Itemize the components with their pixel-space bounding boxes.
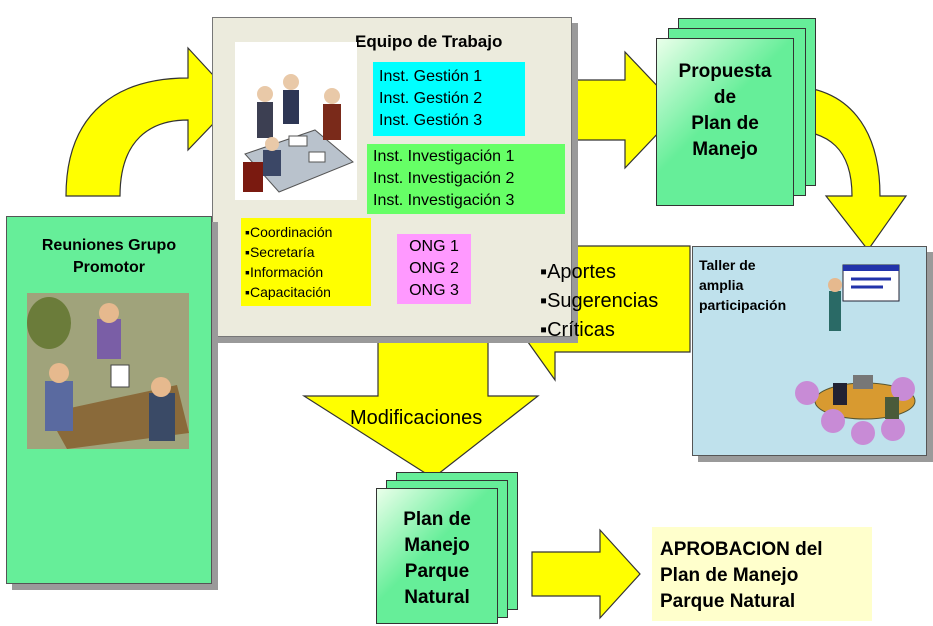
taller-line: participación <box>699 297 787 313</box>
curved-arrow-reuniones-to-equipo <box>65 46 237 197</box>
taller-line: Taller de <box>699 257 756 273</box>
funciones-item: ▪Información <box>245 264 324 280</box>
plan-line: Parque <box>404 561 470 582</box>
plan-line: Manejo <box>404 535 470 556</box>
plan-label: Plan de Manejo Parque Natural <box>377 507 497 611</box>
gestion-item: Inst. Gestión 3 <box>379 112 483 129</box>
modificaciones-label: Modificaciones <box>350 407 483 429</box>
workshop-clipart <box>795 264 916 445</box>
aprobacion-label: APROBACION del Plan de Manejo Parque Nat… <box>660 537 823 615</box>
meeting-clipart <box>243 74 354 193</box>
taller-label: Taller de amplia participación <box>699 255 786 315</box>
plan-line: Natural <box>404 587 470 608</box>
propuesta-page-front: Propuesta de Plan de Manejo <box>656 38 794 206</box>
aportes-item: ▪Sugerencias <box>540 290 659 312</box>
investigacion-item: Inst. Investigación 2 <box>373 170 515 187</box>
curved-arrow-propuesta-to-taller <box>785 85 908 252</box>
ong-list: ONG 1 ONG 2 ONG 3 <box>397 234 471 304</box>
group-meeting-illustration <box>27 293 189 449</box>
gestion-item: Inst. Gestión 2 <box>379 90 483 107</box>
aprobacion-line: APROBACION del <box>660 539 823 560</box>
propuesta-line: de <box>713 87 737 108</box>
investigacion-item: Inst. Investigación 1 <box>373 148 515 165</box>
plan-line: Plan de <box>403 509 471 530</box>
funciones-item: ▪Secretaría <box>245 244 315 260</box>
ong-item: ONG 1 <box>409 238 459 255</box>
funciones-item: ▪Coordinación <box>245 224 333 240</box>
aportes-list: ▪Aportes ▪Sugerencias ▪Críticas <box>540 258 658 345</box>
funciones-item: ▪Capacitación <box>245 284 331 300</box>
arrow-modificaciones-down <box>301 335 540 479</box>
ong-item: ONG 3 <box>409 282 459 299</box>
funciones-list: ▪Coordinación ▪Secretaría ▪Información ▪… <box>241 218 371 306</box>
gestion-list: Inst. Gestión 1 Inst. Gestión 2 Inst. Ge… <box>373 62 525 136</box>
propuesta-label: Propuesta de Plan de Manejo <box>657 59 793 163</box>
group-meeting-clipart <box>27 293 189 449</box>
propuesta-line: Propuesta <box>678 61 772 82</box>
investigacion-item: Inst. Investigación 3 <box>373 192 515 209</box>
ong-item: ONG 2 <box>409 260 459 277</box>
taller-line: amplia <box>699 277 744 293</box>
arrow-equipo-to-propuesta <box>571 50 681 170</box>
reuniones-line: Promotor <box>73 259 145 276</box>
investigacion-list: Inst. Investigación 1 Inst. Investigació… <box>367 144 565 214</box>
meeting-illustration <box>235 42 357 200</box>
propuesta-line: Manejo <box>692 139 758 160</box>
gestion-item: Inst. Gestión 1 <box>379 68 483 85</box>
reuniones-line: Reuniones Grupo <box>41 237 177 254</box>
plan-page-front: Plan de Manejo Parque Natural <box>376 488 498 624</box>
aportes-item: ▪Aportes <box>540 261 617 283</box>
reuniones-grupo-promotor-panel: Reuniones Grupo Promotor <box>6 216 212 584</box>
propuesta-line: Plan de <box>691 113 759 134</box>
equipo-title: Equipo de Trabajo <box>355 32 503 51</box>
aportes-item: ▪Críticas <box>540 319 615 341</box>
reuniones-title: Reuniones Grupo Promotor <box>7 235 211 279</box>
aprobacion-line: Parque Natural <box>660 591 796 612</box>
aprobacion-line: Plan de Manejo <box>660 565 799 586</box>
aprobacion-panel: APROBACION del Plan de Manejo Parque Nat… <box>652 527 872 621</box>
arrow-plan-to-aprobacion <box>531 528 641 620</box>
taller-panel: Taller de amplia participación <box>692 246 927 456</box>
equipo-de-trabajo-panel: Equipo de Trabajo Inst. Gestión 1 Inst. … <box>212 17 572 337</box>
